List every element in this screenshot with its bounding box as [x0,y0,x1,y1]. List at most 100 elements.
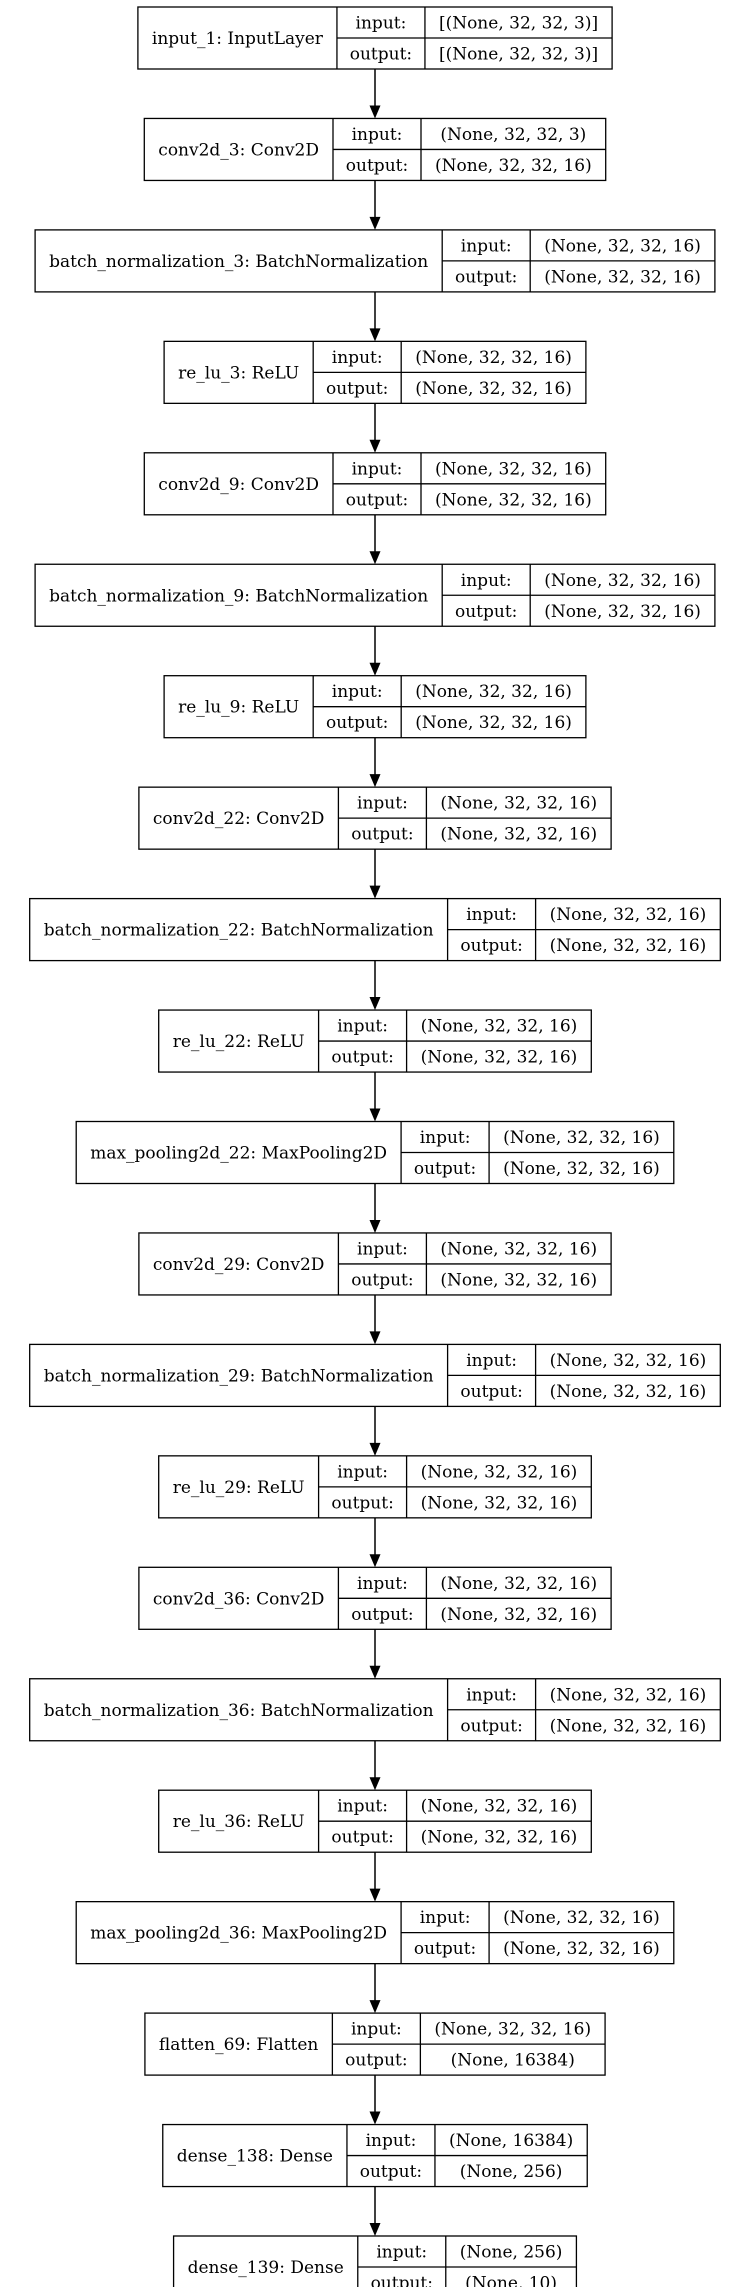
layers-group: input_1: InputLayer input: output: [(None, … [29,6,721,2287]
arrowhead-icon [369,1442,381,1456]
arrowhead-icon [369,2000,381,2014]
output-shape: (None, 32, 32, 16) [544,267,701,287]
input-shape: (None, 32, 32, 16) [435,459,592,479]
layer-node: batch_normalization_29: BatchNormalizati… [29,1343,721,1408]
input-shape: (None, 32, 32, 16) [544,236,701,256]
arrowhead-icon [369,1888,381,1902]
output-shape: (None, 32, 32, 16) [550,936,707,956]
layer-name: conv2d_3: Conv2D [158,140,319,160]
input-port-label: input: [356,14,407,34]
output-shape: (None, 32, 32, 16) [421,1828,578,1848]
arrowhead-icon [369,439,381,453]
layer-name: re_lu_3: ReLU [178,363,299,383]
layer-node: re_lu_22: ReLU input: output: (None, 32, 32… [158,1009,592,1073]
layer-name: dense_138: Dense [177,2147,333,2167]
input-shape: [(None, 32, 32, 3)] [439,14,598,34]
layer-name: conv2d_29: Conv2D [153,1255,325,1275]
output-port-label: output: [351,1605,413,1625]
output-shape: (None, 32, 32, 16) [435,490,592,510]
layer-name: flatten_69: Flatten [159,2035,319,2055]
input-shape: (None, 32, 32, 16) [434,2020,591,2040]
input-port-label: input: [332,348,383,368]
input-shape: (None, 32, 32, 16) [503,1908,660,1928]
input-shape: (None, 32, 32, 16) [421,1017,578,1037]
layer-name: conv2d_9: Conv2D [158,475,319,495]
arrowhead-icon [369,216,381,230]
output-shape: (None, 32, 32, 16) [440,1270,597,1290]
output-shape: (None, 32, 32, 16) [421,1048,578,1068]
input-port-label: input: [466,1351,517,1371]
input-port-label: input: [357,794,408,814]
output-shape: (None, 32, 32, 16) [421,1493,578,1513]
layer-node: conv2d_3: Conv2D input: output: (None, 32, … [143,117,607,182]
input-shape: (None, 32, 32, 16) [440,794,597,814]
layer-name: input_1: InputLayer [152,29,324,49]
input-port-label: input: [420,1128,471,1148]
input-port-label: input: [357,1574,408,1594]
input-shape: (None, 32, 32, 16) [415,682,572,702]
input-port-label: input: [337,1797,388,1817]
layer-node: batch_normalization_36: BatchNormalizati… [29,1678,721,1742]
input-port-label: input: [466,905,517,925]
arrowhead-icon [369,1554,381,1568]
input-port-label: input: [337,1017,388,1037]
input-port-label: input: [461,236,512,256]
output-port-label: output: [346,156,408,176]
arrowhead-icon [369,2223,381,2236]
arrowhead-icon [369,1108,381,1122]
output-port-label: output: [371,2274,433,2287]
input-shape: (None, 32, 32, 16) [415,348,572,368]
arrowhead-icon [369,1219,381,1233]
layer-name: dense_139: Dense [188,2258,344,2278]
arrowhead-icon [369,1665,381,1679]
input-shape: (None, 32, 32, 3) [440,125,586,145]
layer-name: re_lu_22: ReLU [173,1032,305,1052]
arrowhead-icon [369,2111,381,2125]
output-shape: (None, 32, 32, 16) [544,602,701,622]
input-shape: (None, 32, 32, 16) [550,1351,707,1371]
layer-node: re_lu_36: ReLU input: output: (None, 32, 32… [158,1789,592,1853]
output-shape: (None, 32, 32, 16) [503,1939,660,1959]
layer-node: batch_normalization_9: BatchNormalizatio… [34,563,716,627]
arrowhead-icon [369,1777,381,1791]
output-port-label: output: [331,1048,393,1068]
input-port-label: input: [337,1462,388,1482]
output-port-label: output: [331,1828,393,1848]
layer-name: re_lu_36: ReLU [173,1812,305,1832]
output-port-label: output: [351,825,413,845]
layer-name: max_pooling2d_36: MaxPooling2D [90,1924,387,1944]
input-port-label: input: [352,125,403,145]
arrowhead-icon [369,105,381,119]
layer-name: conv2d_22: Conv2D [153,809,325,829]
output-shape: (None, 32, 32, 16) [550,1382,707,1402]
output-shape: (None, 32, 32, 16) [415,379,572,399]
arrowhead-icon [369,885,381,899]
output-port-label: output: [326,713,388,733]
edges-group [369,69,381,2236]
input-port-label: input: [352,459,403,479]
input-port-label: input: [357,1239,408,1259]
input-port-label: input: [461,571,512,591]
arrowhead-icon [369,551,381,565]
layer-name: re_lu_29: ReLU [173,1478,305,1498]
input-port-label: input: [466,1685,517,1705]
output-port-label: output: [455,602,517,622]
output-shape: (None, 32, 32, 16) [415,713,572,733]
output-port-label: output: [460,1716,522,1736]
input-shape: (None, 32, 32, 16) [421,1462,578,1482]
output-port-label: output: [455,267,517,287]
arrowhead-icon [369,662,381,676]
layer-node: max_pooling2d_22: MaxPooling2Dinput:outp… [75,1120,675,1185]
layer-name: batch_normalization_9: BatchNormalizatio… [49,586,428,606]
layer-name: conv2d_36: Conv2D [153,1589,325,1609]
layer-name: max_pooling2d_22: MaxPooling2D [90,1144,387,1164]
input-port-label: input: [366,2131,417,2151]
layer-name: re_lu_9: ReLU [178,698,299,718]
layer-node: batch_normalization_22: BatchNormalizati… [29,897,721,962]
output-shape: (None, 32, 32, 16) [435,156,592,176]
output-port-label: output: [360,2162,422,2182]
